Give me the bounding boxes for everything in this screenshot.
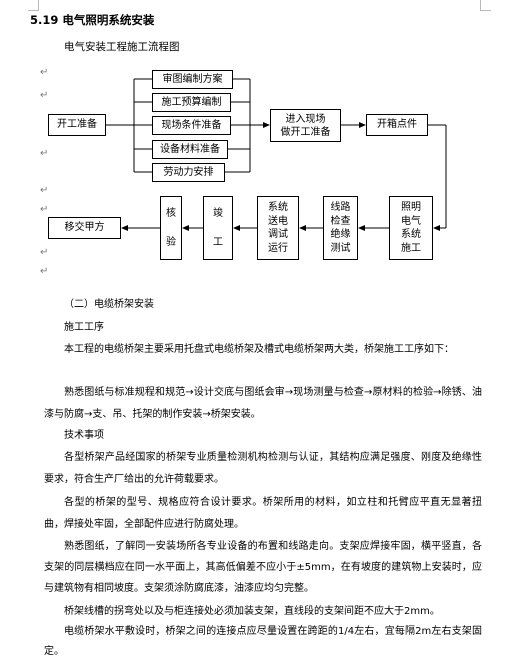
body-paragraph: 熟悉图纸与标准规程和规范→设计交底与图纸会审→现场测量与检查→原材料的检验→除锈… bbox=[44, 387, 482, 420]
flow-step-text: 进入现场 bbox=[285, 113, 326, 125]
flow-step-prep-item: 现场条件准备 bbox=[152, 116, 231, 135]
flow-step-text: 做开工准备 bbox=[280, 126, 331, 138]
flow-step-handover: 移交甲方 bbox=[48, 217, 121, 239]
flow-step-text: 工 bbox=[213, 236, 223, 248]
paragraph-mark: ↵ bbox=[40, 266, 49, 277]
page-corner-mark bbox=[480, 0, 491, 11]
flow-step-finish: 竣 工 bbox=[203, 196, 233, 260]
flow-step-prep-item: 审图编制方案 bbox=[152, 70, 233, 89]
body-paragraph: 桥架线槽的拐弯处以及与柜连接处必须加装支架，直线段的支架间距不应大于2mm。 bbox=[64, 606, 440, 617]
flow-step-prep-item: 劳动力安排 bbox=[152, 163, 225, 182]
flow-step-text: 测试 bbox=[330, 242, 351, 254]
page-corner-mark bbox=[28, 0, 39, 11]
flow-step-text: 系统 bbox=[268, 202, 288, 213]
body-paragraph: 熟悉图纸，了解同一安装场所各专业设备的布置和线路走向。支架应焊接牢固，横平竖直，… bbox=[44, 541, 482, 594]
flow-step-text: 竣 bbox=[213, 207, 223, 219]
flow-chart-title: 电气安装工程施工流程图 bbox=[64, 41, 180, 53]
body-paragraph: 各型的桥架的型号、规格应符合设计要求。桥架所用的材料，如立柱和托臂应平直无显著扭… bbox=[44, 497, 482, 530]
flow-step-text: 调试 bbox=[268, 229, 288, 240]
flow-step-enter-site: 进入现场 做开工准备 bbox=[270, 109, 341, 142]
paragraph-mark: ↵ bbox=[40, 67, 49, 78]
flow-step-lighting: 照明 电气 系统 施工 bbox=[389, 196, 433, 260]
paragraph-mark: ↵ bbox=[40, 204, 49, 215]
paragraph-mark: ↵ bbox=[40, 185, 49, 196]
flow-step-text: 核 bbox=[166, 207, 176, 219]
body-paragraph: 各型桥架产品经国家的桥架专业质量检测机构检测与认证，其结构应满足强度、刚度及绝缘… bbox=[44, 452, 482, 485]
flow-step-text: 运行 bbox=[268, 242, 288, 254]
flow-step-prep-item: 设备材料准备 bbox=[152, 140, 228, 159]
tech-title: 技术事项 bbox=[64, 430, 104, 441]
flow-connectors bbox=[106, 78, 447, 231]
flow-step-prep-item: 施工预算编制 bbox=[152, 93, 231, 112]
paragraph-mark: ↵ bbox=[40, 90, 49, 101]
flow-step-system-test: 系统 送电 调试 运行 bbox=[257, 196, 299, 260]
flow-step-text: 检查 bbox=[330, 215, 351, 227]
flow-step-text: 施工 bbox=[401, 242, 421, 254]
flow-step-text: 系统 bbox=[401, 229, 421, 240]
section-heading: 5.19 电气照明系统安装 bbox=[30, 13, 155, 27]
flow-step-text: 照明 bbox=[401, 202, 421, 213]
flow-step-inspect: 核 验 bbox=[160, 196, 182, 260]
flow-step-text: 送电 bbox=[268, 215, 288, 227]
flow-step-text: 绝缘 bbox=[330, 229, 351, 240]
paragraph-mark: ↵ bbox=[40, 247, 49, 258]
body-paragraph: 本工程的电缆桥架主要采用托盘式电缆桥架及槽式电缆桥架两大类，桥架施工工序如下： bbox=[64, 344, 454, 355]
flow-step-line-check: 线路 检查 绝缘 测试 bbox=[323, 196, 358, 260]
flow-step-text: 验 bbox=[166, 236, 176, 248]
paragraph-mark: ↵ bbox=[40, 148, 49, 159]
body-paragraph: 电缆桥架水平敷设时，桥架之间的连接点应尽量设置在跨距的1/4左右，宜每隔2m左右… bbox=[44, 626, 482, 657]
process-title: 施工工序 bbox=[64, 322, 104, 333]
section-subtitle: （二）电缆桥架安装 bbox=[64, 299, 154, 310]
flow-step-text: 电气 bbox=[401, 215, 421, 227]
flow-step-open-box: 开箱点件 bbox=[366, 114, 428, 136]
flow-step-start: 开工准备 bbox=[48, 114, 106, 136]
flow-step-text: 线路 bbox=[330, 202, 351, 213]
